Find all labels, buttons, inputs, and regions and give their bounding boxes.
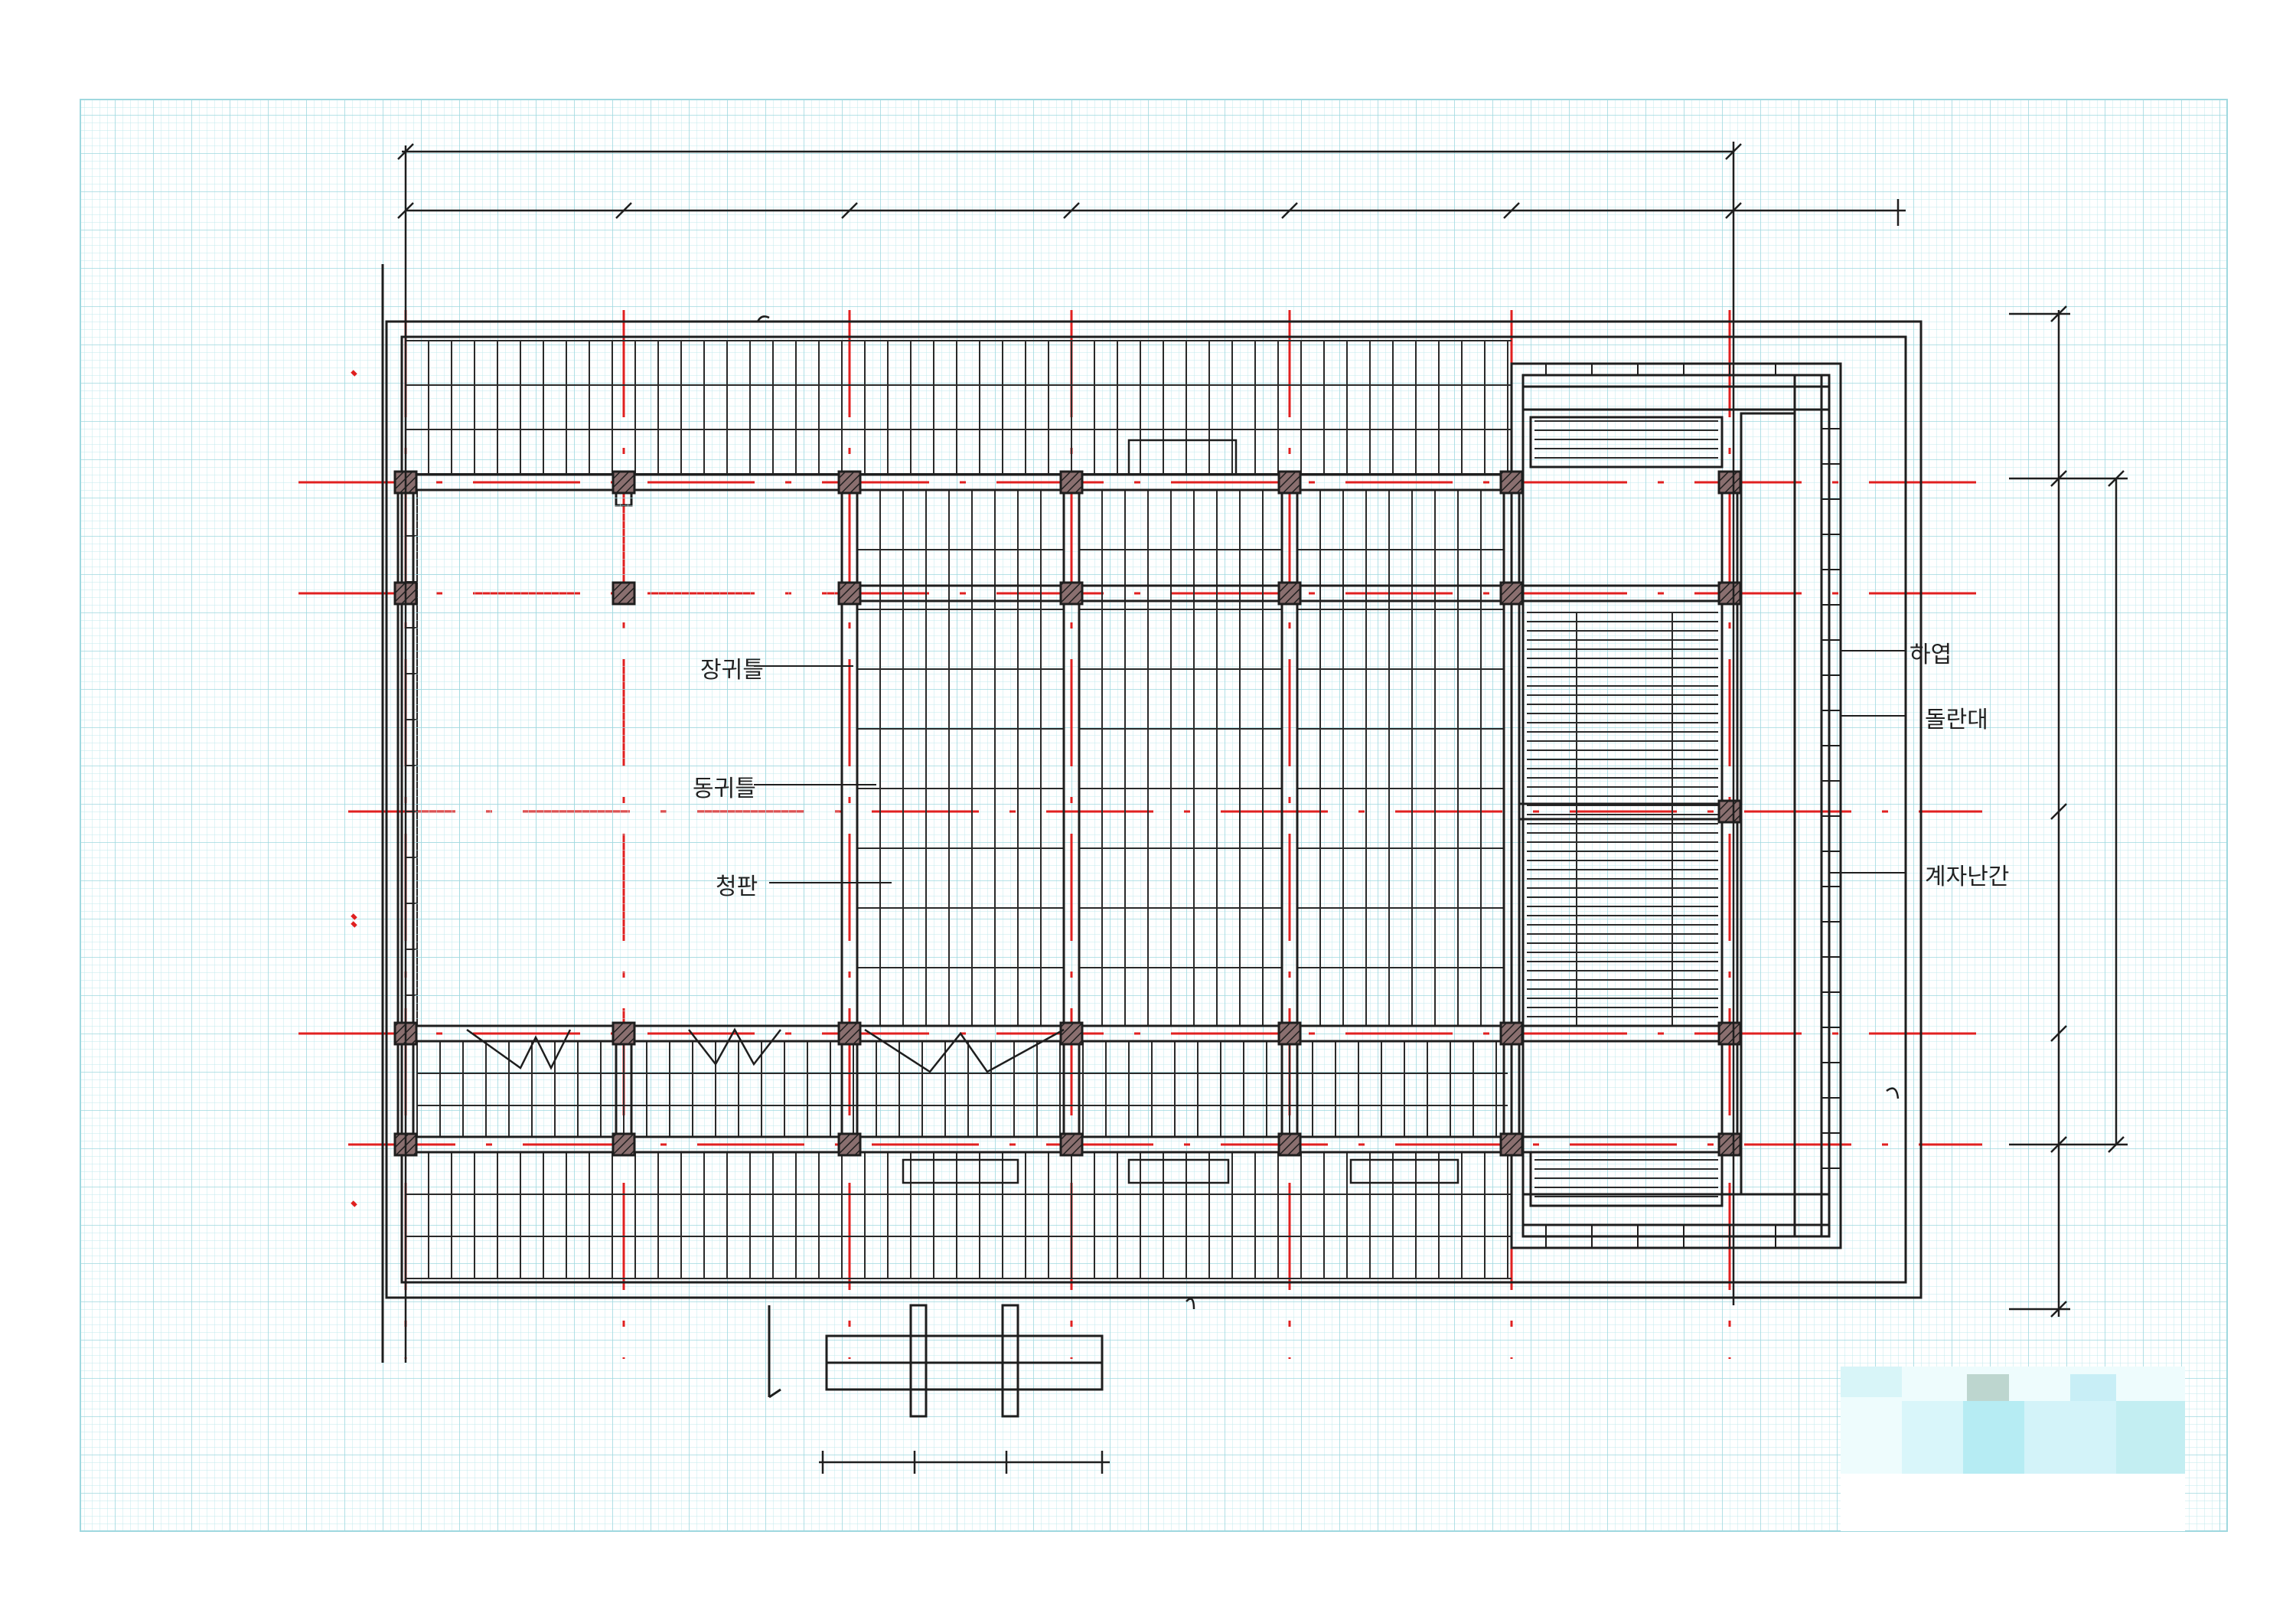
dimension-ticks xyxy=(397,143,2125,1318)
dim-tick xyxy=(2050,1136,2067,1153)
column-post xyxy=(612,1021,636,1046)
label-dolnandae: 돌란대 xyxy=(1925,707,1988,733)
dim-tick xyxy=(1503,202,1520,219)
dim-tick xyxy=(2050,305,2067,322)
column-post xyxy=(1717,1021,1742,1046)
railing xyxy=(1510,362,1842,1249)
column-post xyxy=(1059,470,1084,495)
dim-tick xyxy=(2050,1025,2067,1042)
label-donggwitul: 동귀틀 xyxy=(693,776,756,802)
dim-tick xyxy=(2050,803,2067,820)
entry-step xyxy=(768,1304,1104,1418)
dim-tick xyxy=(841,202,858,219)
column-post xyxy=(1499,1132,1524,1157)
doors xyxy=(466,439,1459,1184)
column-post xyxy=(1277,581,1302,606)
dim-tick xyxy=(2108,470,2125,487)
column-post xyxy=(612,581,636,606)
column-post xyxy=(1717,470,1742,495)
dim-tick xyxy=(615,202,632,219)
column-post xyxy=(1499,1021,1524,1046)
dim-tick xyxy=(1725,143,1742,160)
column-post xyxy=(837,1021,862,1046)
dim-tick xyxy=(397,202,414,219)
label-gyejanangan: 계자난간 xyxy=(1925,864,2009,890)
column-post xyxy=(1059,581,1084,606)
dim-tick xyxy=(1063,202,1080,219)
column-post xyxy=(837,470,862,495)
column-post xyxy=(837,1132,862,1157)
column-post xyxy=(612,470,636,495)
direction-marks xyxy=(756,315,1900,1310)
column-post xyxy=(1499,581,1524,606)
dim-tick xyxy=(397,143,414,160)
axis-ticks xyxy=(351,370,357,1207)
column-post xyxy=(1277,1132,1302,1157)
title-block xyxy=(1841,1367,2185,1531)
label-jeonggwitul: 장귀틀 xyxy=(700,657,764,684)
column-post xyxy=(1059,1132,1084,1157)
dim-tick xyxy=(2050,1301,2067,1318)
railing-posts xyxy=(1545,364,1841,1248)
dim-tick xyxy=(1281,202,1298,219)
callouts: 장귀틀 동귀틀 청판 하엽 돌란대 계자난간 xyxy=(693,642,2009,900)
open-court xyxy=(415,494,840,1022)
column-post xyxy=(1717,799,1742,824)
column-post xyxy=(1059,1021,1084,1046)
column-post xyxy=(1277,470,1302,495)
label-cheongpan: 청판 xyxy=(716,874,758,900)
eave-outline xyxy=(381,264,1923,1363)
column-post xyxy=(612,1132,636,1157)
column-post xyxy=(1717,1132,1742,1157)
dim-tick xyxy=(2108,1136,2125,1153)
column-post xyxy=(1717,581,1742,606)
column-post xyxy=(1277,1021,1302,1046)
dim-tick xyxy=(2050,470,2067,487)
dimension-lines xyxy=(402,142,2128,1474)
dim-tick xyxy=(1725,202,1742,219)
leader-lines xyxy=(754,650,1906,883)
label-hayeop: 하엽 xyxy=(1910,642,1952,668)
column-post xyxy=(1499,470,1524,495)
column-post xyxy=(837,581,862,606)
